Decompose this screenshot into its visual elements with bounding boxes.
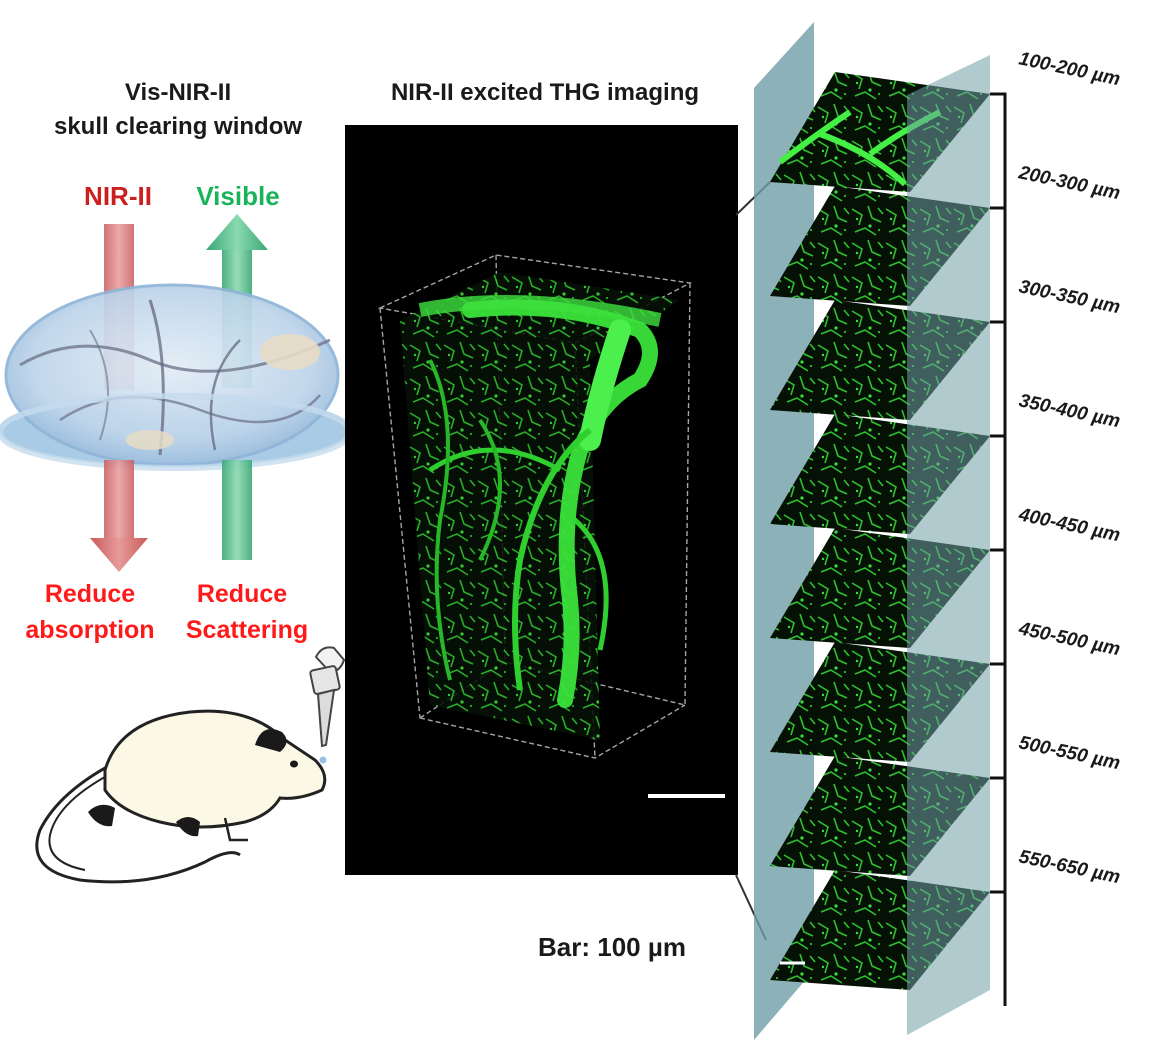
nir-arrow-lower	[104, 460, 134, 540]
depth-label: 100-200 µm	[1017, 48, 1122, 90]
visible-arrowhead	[206, 214, 268, 250]
depth-label: 400-450 µm	[1016, 504, 1122, 546]
depth-bracket	[990, 776, 1007, 892]
depth-bracket	[990, 890, 1007, 1006]
depth-label: 200-300 µm	[1016, 162, 1122, 204]
nir-label: NIR-II	[84, 181, 152, 211]
depth-labels: 100-200 µm 200-300 µm 300-350 µm 350-400 µm…	[1016, 48, 1122, 888]
depth-brackets	[990, 92, 1007, 1006]
reduce-scattering-line1: Reduce	[197, 580, 287, 608]
depth-label: 450-500 µm	[1016, 618, 1122, 660]
bar-label: Bar: 100 µm	[538, 932, 686, 962]
visible-label: Visible	[196, 181, 279, 211]
depth-bracket	[990, 548, 1007, 664]
depth-bracket	[990, 92, 1007, 208]
window-title-line1: Vis-NIR-II	[125, 79, 231, 106]
depth-label: 550-650 µm	[1017, 846, 1122, 888]
reduce-absorption-line1: Reduce	[45, 580, 135, 608]
side-plane-right	[907, 55, 990, 1035]
thg-neuron-volume	[400, 272, 680, 740]
depth-label: 300-350 µm	[1017, 276, 1122, 318]
depth-bracket	[990, 320, 1007, 436]
dropper-icon	[309, 646, 346, 764]
depth-bracket	[990, 434, 1007, 550]
imaging-title: NIR-II excited THG imaging	[391, 79, 699, 106]
depth-label: 350-400 µm	[1017, 390, 1122, 432]
skull-window-icon	[0, 283, 353, 471]
visible-arrow-shaft-lower	[222, 460, 252, 560]
reduce-scattering-line2: Scattering	[186, 616, 308, 644]
mouse-icon	[35, 709, 327, 884]
depth-label: 500-550 µm	[1017, 732, 1122, 774]
depth-bracket	[990, 662, 1007, 778]
depth-bracket	[990, 206, 1007, 322]
window-title-line2: skull clearing window	[54, 113, 302, 140]
reduce-absorption-line2: absorption	[25, 616, 154, 644]
nir-arrowhead	[90, 538, 148, 572]
